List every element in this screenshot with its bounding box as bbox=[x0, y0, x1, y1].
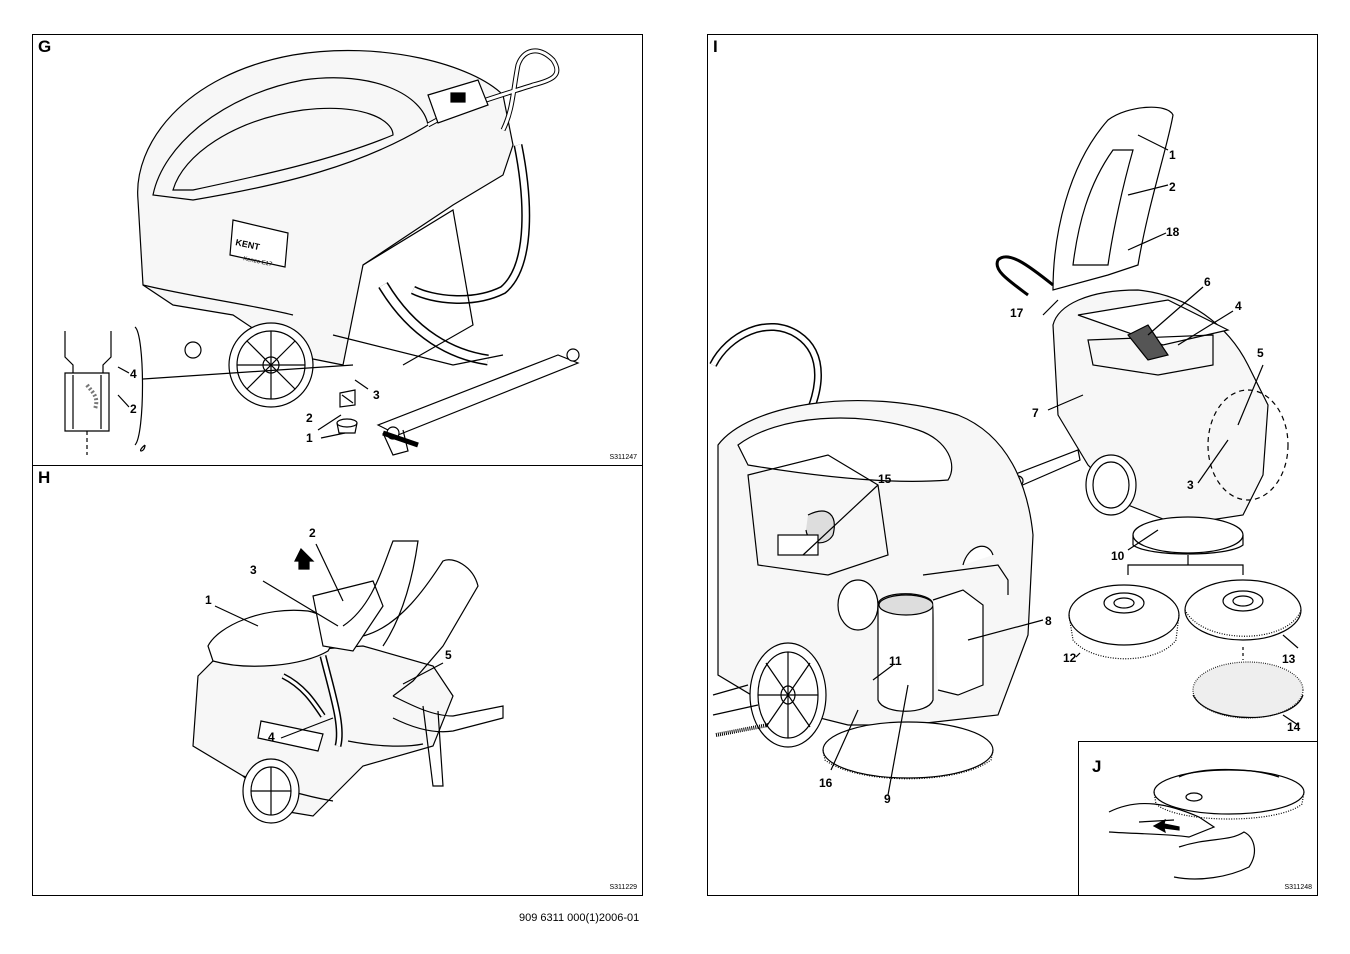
illustration-i bbox=[709, 106, 1304, 796]
panel-j: J S311248 bbox=[1078, 741, 1318, 896]
callout-i-12: 12 bbox=[1063, 651, 1077, 665]
callout-i-15: 15 bbox=[878, 472, 892, 486]
callout-i-14: 14 bbox=[1287, 720, 1301, 734]
callout-i-3: 3 bbox=[1187, 478, 1194, 492]
callout-i-17: 17 bbox=[1010, 306, 1024, 320]
document-number: 909 6311 000(1)2006-01 bbox=[519, 912, 640, 924]
callout-g-4: 4 bbox=[130, 367, 137, 381]
callout-h-2: 2 bbox=[309, 526, 316, 540]
callout-g-3: 3 bbox=[373, 388, 380, 402]
panel-letter-j: J bbox=[1092, 757, 1102, 776]
figure-code-g: S311247 bbox=[609, 454, 637, 461]
callout-i-1: 1 bbox=[1169, 148, 1176, 162]
callout-i-7: 7 bbox=[1032, 406, 1039, 420]
callout-i-16: 16 bbox=[819, 776, 833, 790]
callout-i-4: 4 bbox=[1235, 299, 1242, 313]
callout-g-inset-2: 2 bbox=[130, 402, 137, 416]
callout-g-1: 1 bbox=[306, 431, 313, 445]
panel-letter-g: G bbox=[38, 37, 52, 56]
callout-h-4: 4 bbox=[268, 730, 275, 744]
panel-g: G bbox=[32, 34, 643, 466]
callout-i-18: 18 bbox=[1166, 225, 1180, 239]
panel-h: H bbox=[32, 465, 643, 896]
callout-i-6: 6 bbox=[1204, 275, 1211, 289]
illustration-g: KENT Kenzo E17 bbox=[64, 48, 580, 456]
callout-i-5: 5 bbox=[1257, 346, 1264, 360]
callout-i-2: 2 bbox=[1169, 180, 1176, 194]
callout-i-11: 11 bbox=[889, 654, 902, 668]
illustration-h bbox=[192, 540, 504, 824]
callout-i-9: 9 bbox=[884, 792, 891, 806]
callout-i-10: 10 bbox=[1111, 549, 1125, 563]
callout-h-1: 1 bbox=[205, 593, 212, 607]
panel-letter-i: I bbox=[713, 37, 718, 56]
figure-code-h: S311229 bbox=[609, 884, 637, 891]
callout-g-2: 2 bbox=[306, 411, 313, 425]
panel-i: I bbox=[707, 34, 1318, 896]
callout-h-5: 5 bbox=[445, 648, 452, 662]
panel-letter-h: H bbox=[38, 468, 51, 487]
figure-code-j: S311248 bbox=[1284, 884, 1312, 891]
callout-i-13: 13 bbox=[1282, 652, 1296, 666]
callout-h-3: 3 bbox=[250, 563, 257, 577]
illustration-j bbox=[1108, 768, 1305, 880]
callout-i-8: 8 bbox=[1045, 614, 1052, 628]
